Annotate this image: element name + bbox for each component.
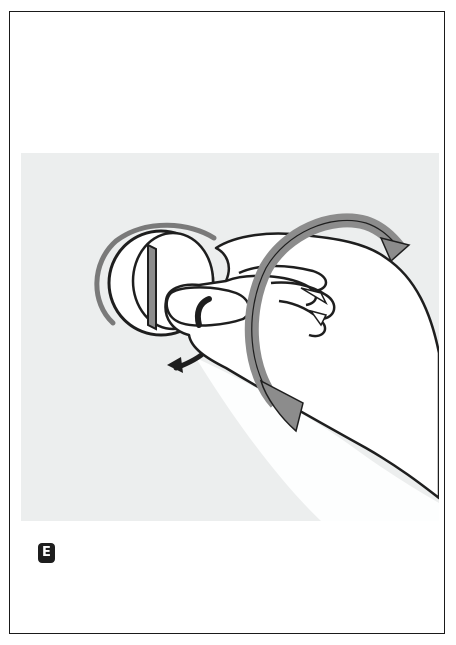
thumb: [167, 287, 249, 325]
illustration-panel: [21, 153, 439, 521]
hand-turning-knob-illustration: [21, 153, 439, 521]
knob-slot: [148, 245, 156, 329]
step-label: E: [38, 543, 55, 563]
